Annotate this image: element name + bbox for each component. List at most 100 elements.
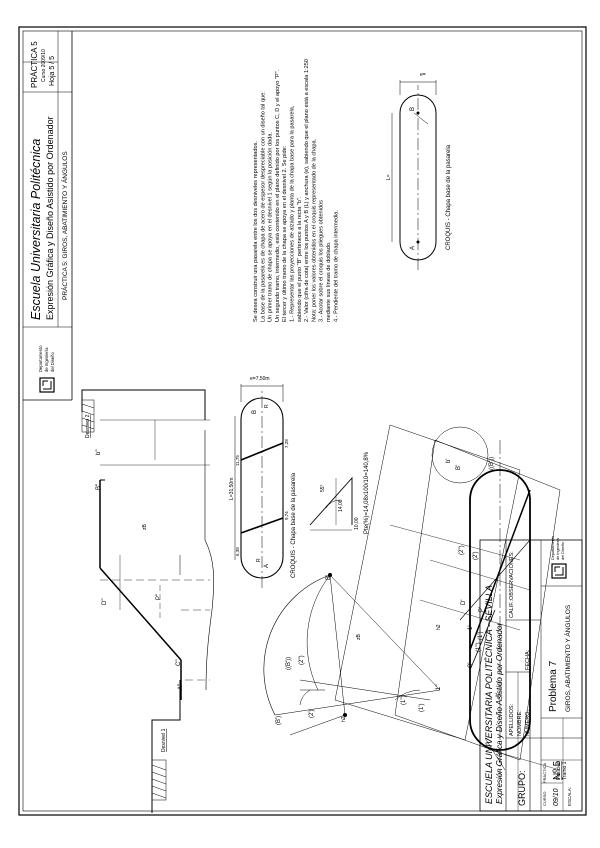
info-calif: CALIF.: xyxy=(509,599,515,618)
statement-line: Un primer tramo de chapa se apoya en el … xyxy=(268,132,274,322)
sketch-top-caption: CROQUIS - Chapa base de la pasarela xyxy=(446,144,452,250)
label-A1: A' xyxy=(496,693,502,698)
statement-line: mediante sus líneas de doblado. xyxy=(326,241,332,322)
sketch-top-A: A xyxy=(410,246,416,250)
school-title: Escuela Universitaria Politécnica xyxy=(29,139,43,320)
label-tramo1: Tramo 1 xyxy=(562,761,568,780)
plan-construction: (B') ((B')) (2'') (2') (1'') (1') 1'' h2… xyxy=(263,573,442,736)
dept-name-2: de Ingeniería xyxy=(44,347,49,372)
sketch-left-e: e=7,50m xyxy=(250,376,270,382)
info-practica-label: PRÁCTICA xyxy=(542,762,547,783)
label-desnivel1: Desnivel 1 xyxy=(161,728,167,752)
label-C2: C'' xyxy=(176,659,182,666)
ground-hatch-1 xyxy=(151,759,167,801)
plan-view: C' D' P' A' ((B')) b' B' (2'') (2') (1''… xyxy=(334,424,568,780)
label-b1: b' xyxy=(446,459,452,463)
info-dept-1: Departamento xyxy=(551,536,555,560)
info-dept-3: del Diseño xyxy=(561,542,565,560)
info-numero: NÚMERO: xyxy=(524,710,531,736)
info-nombre: NOMBRE: xyxy=(517,710,523,736)
info-practica-number: Nº 5 xyxy=(552,760,563,780)
slope-dx: 10,00 xyxy=(354,517,360,530)
info-fecha: FECHA: xyxy=(525,649,531,670)
info-school: ESCUELA UNIVERSITARIA POLITÉCNICA - SEVI… xyxy=(484,585,494,804)
statement-line: Nota: poner los valores obtenidos en el … xyxy=(311,138,317,322)
label-D2: D'' xyxy=(102,598,108,605)
label-A2: A'' xyxy=(178,684,184,690)
info-problem-sub: GIROS, ABATIMIENTO Y ÁNGULOS xyxy=(563,604,572,712)
label-one3: 1'' xyxy=(436,684,442,690)
info-problem: Problema 7 xyxy=(548,660,559,712)
slope-dz: 14,08 xyxy=(338,499,344,512)
label-zb2: zB xyxy=(356,634,362,641)
sketch-left-dim1: 11,75 xyxy=(235,455,240,466)
statement-line: Se desea construir una pasarela entre lo… xyxy=(253,141,259,322)
sketch-left-L: L=31,50m xyxy=(229,478,235,500)
statement-line: Un segundo tramo, intermedio, está conte… xyxy=(275,69,281,322)
sketch-left: L=31,50m e=7,50m 11,75 7,28 6,38 9,74 A … xyxy=(229,376,297,588)
sketch-left-dim3: 6,38 xyxy=(235,547,240,556)
label-B3: ((B')) xyxy=(489,457,495,470)
practice-number: PRÁCTICA 5 xyxy=(30,41,39,88)
sketch-left-R1: R xyxy=(256,558,262,562)
label-one4: 1' xyxy=(468,626,474,630)
slope-angle: 55° xyxy=(320,484,326,492)
info-observaciones: OBSERVACIONES: xyxy=(509,551,515,600)
label-B2: B'' xyxy=(96,484,102,490)
label-two4: (2') xyxy=(473,552,479,560)
dept-name-1: Departamento xyxy=(38,345,43,372)
sketch-top-e: e= xyxy=(420,72,426,78)
label-posicion: Posición xyxy=(556,761,562,780)
subject-title: Expresión Gráfica y Diseño Asistido por … xyxy=(45,116,55,320)
info-curso-label: CURSO xyxy=(542,792,547,806)
label-B1p: B' xyxy=(326,575,332,580)
statement-line: 3.- Acotar sobre el croquis los pliegues… xyxy=(319,200,325,322)
course-year: Curso 2009/10 xyxy=(41,49,47,82)
label-B1prime: B' xyxy=(456,465,462,470)
statement-line: sabiendo que el punto "B" pertenece a la… xyxy=(297,196,303,322)
outer-border xyxy=(18,26,587,816)
info-group: GRUPO: xyxy=(517,770,527,806)
sketch-left-dim4: 9,74 xyxy=(284,511,289,520)
label-P2: P'' xyxy=(156,594,162,600)
label-C1: C' xyxy=(468,663,474,668)
statement-line: El tercer y último tramo de la chapa se … xyxy=(282,145,288,322)
elevation-view: Desnivel 1 Desnivel 2 b'' B'' D'' P'' C'… xyxy=(81,389,215,813)
sketch-left-caption: CROQUIS - Chapa base de la pasarela xyxy=(291,472,297,578)
label-one5: (1'') xyxy=(476,642,482,652)
sketch-top-B: B xyxy=(410,107,416,111)
info-dept-2: de Ingeniería xyxy=(556,537,560,560)
sketch-top: L= e= A B CROQUIS - Chapa base de la pas… xyxy=(386,72,452,270)
inner-border xyxy=(22,30,583,812)
dept-name-3: del Diseño xyxy=(50,352,55,372)
sketch-left-R2: R xyxy=(264,404,270,408)
info-curso: 09/10 xyxy=(553,788,560,806)
label-two2: (2') xyxy=(309,710,315,718)
info-escala: ESCALA: xyxy=(567,787,572,806)
label-P1: P' xyxy=(479,607,485,612)
label-one6: (1') xyxy=(478,632,484,640)
label-h2b: h2 xyxy=(436,624,442,630)
practice-subtitle: PRÁCTICA 5: GIROS, ABATIMIENTO Y ÁNGULOS xyxy=(60,151,69,300)
label-B1: (B') xyxy=(276,716,282,725)
slope-diagram: 55° 14,08 10,00 Pte(%)=14,08x100/10=140,… xyxy=(309,451,370,534)
label-one1: (1'') xyxy=(401,695,407,705)
dept-logo xyxy=(39,377,55,393)
left-title-block: Departamento de Ingeniería del Diseño Es… xyxy=(23,31,73,401)
sketch-left-dim2: 7,28 xyxy=(284,439,289,448)
info-subject: Expresión Gráfica y Diseño Asistido por … xyxy=(495,623,504,804)
label-two1: (2'') xyxy=(299,655,305,665)
label-zB: zB xyxy=(142,524,148,531)
statement-line: 2.- Valor (cifra de cota) entre los punt… xyxy=(304,59,310,322)
info-apellidos: APELLIDOS: xyxy=(509,703,515,736)
statement: Se desea construir una pasarela entre lo… xyxy=(253,59,339,322)
statement-line: La base de la pasarela es de chapa de ac… xyxy=(260,91,266,322)
label-one2: (1') xyxy=(419,704,425,712)
label-D1: D' xyxy=(461,600,467,605)
label-B1b: ((B')) xyxy=(286,657,292,670)
statement-line: 4.- Pendiente del tramo de chapa interme… xyxy=(333,210,339,322)
slope-formula: Pte(%)=14,08x100/10=140,8% xyxy=(364,451,370,534)
sheet-number: Hoja 5 / 5 xyxy=(49,56,56,86)
ground-hatch-2 xyxy=(81,399,95,433)
